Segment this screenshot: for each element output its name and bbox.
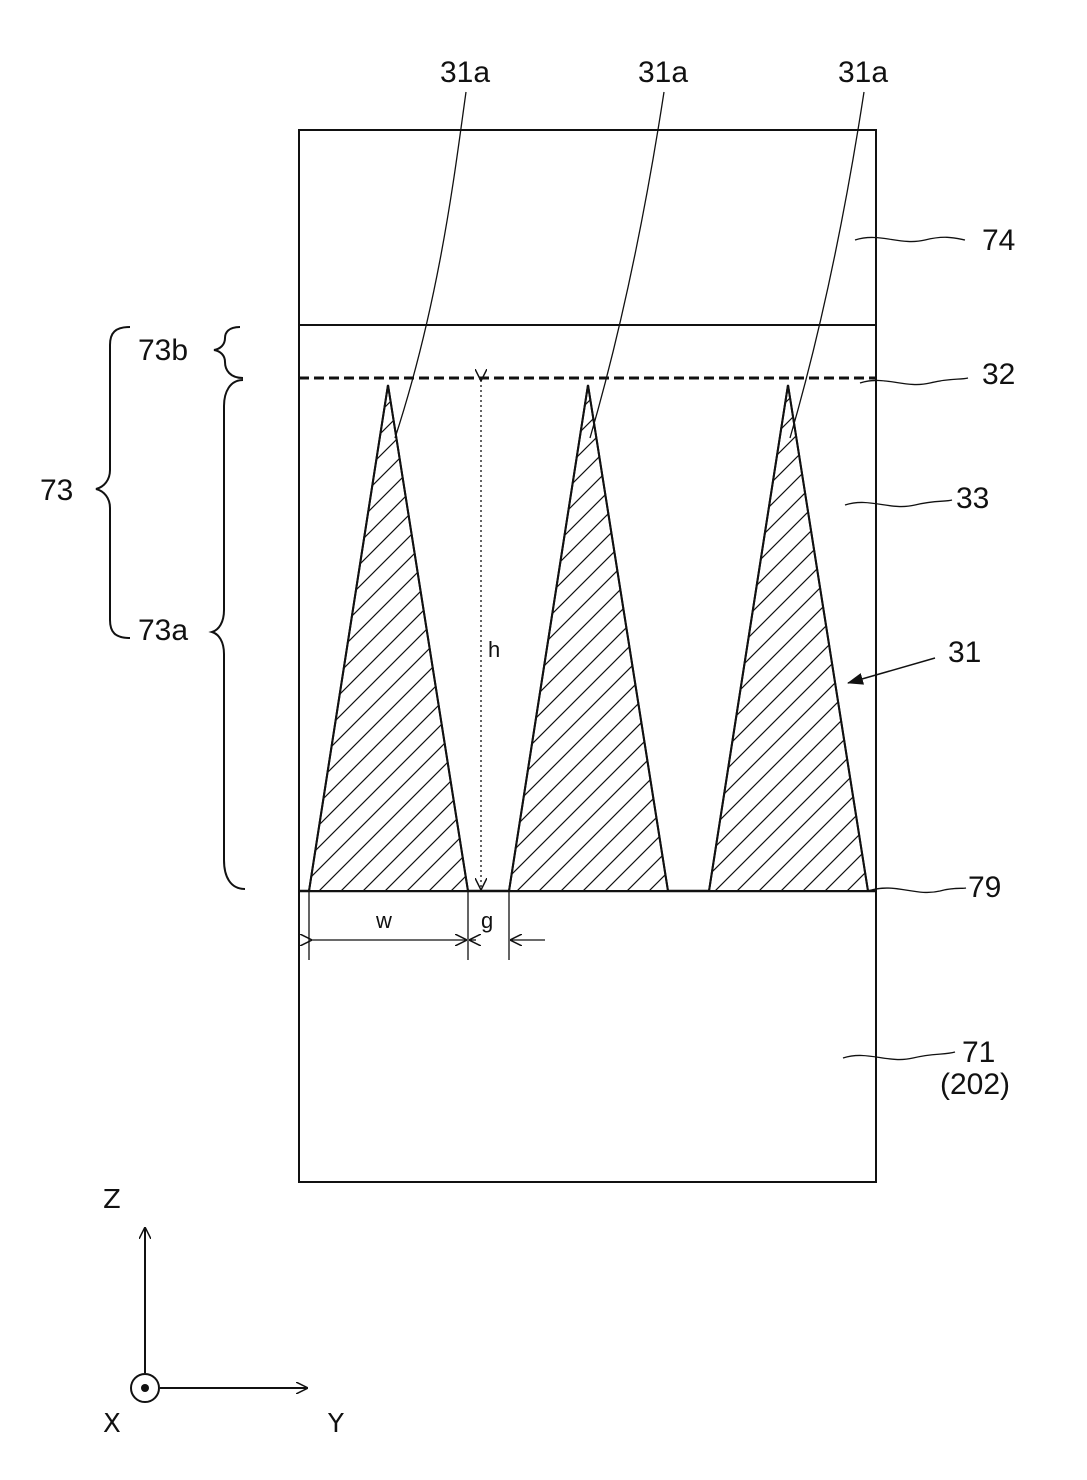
label-202: (202) xyxy=(940,1068,1010,1101)
label-74: 74 xyxy=(982,224,1015,257)
axis-y-label: Y xyxy=(327,1409,344,1439)
label-31: 31 xyxy=(948,636,981,669)
brace-73 xyxy=(96,327,130,638)
arrow-31 xyxy=(848,658,935,683)
brace-73a xyxy=(212,380,245,889)
leader-79 xyxy=(868,888,966,892)
label-73a: 73a xyxy=(138,614,188,647)
leader-71 xyxy=(843,1052,955,1060)
leader-31a-3 xyxy=(790,92,864,438)
axis-x-label: X xyxy=(103,1409,121,1439)
leader-74 xyxy=(855,237,965,241)
label-73b: 73b xyxy=(138,334,188,367)
label-71: 71 xyxy=(962,1036,995,1069)
label-79: 79 xyxy=(968,871,1001,904)
label-33: 33 xyxy=(956,482,989,515)
dimension-h-label: h xyxy=(488,637,500,662)
dimension-w-label: w xyxy=(375,908,392,933)
leader-31a-1 xyxy=(395,92,466,438)
layer-74 xyxy=(299,130,876,325)
label-31a-1: 31a xyxy=(440,56,490,89)
leader-31a-2 xyxy=(590,92,664,438)
label-32: 32 xyxy=(982,358,1015,391)
label-31a-3: 31a xyxy=(838,56,888,89)
leader-33 xyxy=(845,500,952,507)
brace-73b xyxy=(214,327,243,378)
layer-71 xyxy=(299,891,876,1182)
dimension-g-label: g xyxy=(481,908,493,933)
label-73: 73 xyxy=(40,474,73,507)
axis-z-label: Z xyxy=(103,1185,121,1215)
label-31a-2: 31a xyxy=(638,56,688,89)
